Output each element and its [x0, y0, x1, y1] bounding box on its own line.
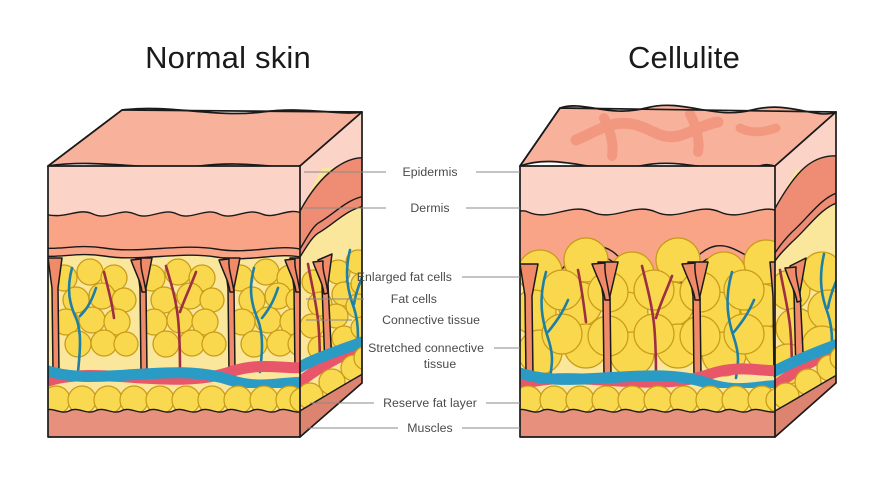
leader-lines: [304, 171, 520, 429]
label-muscles: Muscles: [407, 421, 452, 435]
normal-microvessels: [67, 264, 280, 374]
cellulite-dimple-shading: [570, 109, 781, 161]
label-stretched-connective-tissue-line1: Stretched connective: [368, 341, 484, 355]
label-enlarged-fat-cells: Enlarged fat cells: [357, 270, 452, 284]
cellulite-muscle-layer: [520, 409, 775, 437]
panel-title-normal-skin: Normal skin: [145, 40, 311, 75]
cellulite-side-face: [775, 112, 836, 437]
normal-front-face: [48, 166, 300, 437]
normal-major-vessels: [48, 360, 300, 391]
label-epidermis: Epidermis: [402, 165, 457, 179]
label-stretched-connective-tissue-line2: tissue: [424, 357, 457, 371]
annotation-labels: Epidermis Dermis Enlarged fat cells Fat …: [357, 165, 484, 435]
normal-reserve-fat-layer: [48, 385, 300, 415]
normal-muscle-layer: [48, 409, 300, 437]
cellulite-stretched-septa: [520, 261, 775, 377]
label-fat-cells: Fat cells: [391, 292, 437, 306]
normal-skin-block: [47, 107, 363, 438]
label-dermis: Dermis: [410, 201, 449, 215]
label-connective-tissue: Connective tissue: [382, 313, 480, 327]
cellulite-block: [519, 104, 837, 438]
cellulite-front-face: [520, 166, 775, 437]
cellulite-enlarged-fat-cells: [520, 237, 775, 377]
normal-connective-tissue-septa: [48, 257, 300, 373]
panel-title-cellulite: Cellulite: [628, 40, 740, 75]
label-reserve-fat-layer: Reserve fat layer: [383, 396, 477, 410]
